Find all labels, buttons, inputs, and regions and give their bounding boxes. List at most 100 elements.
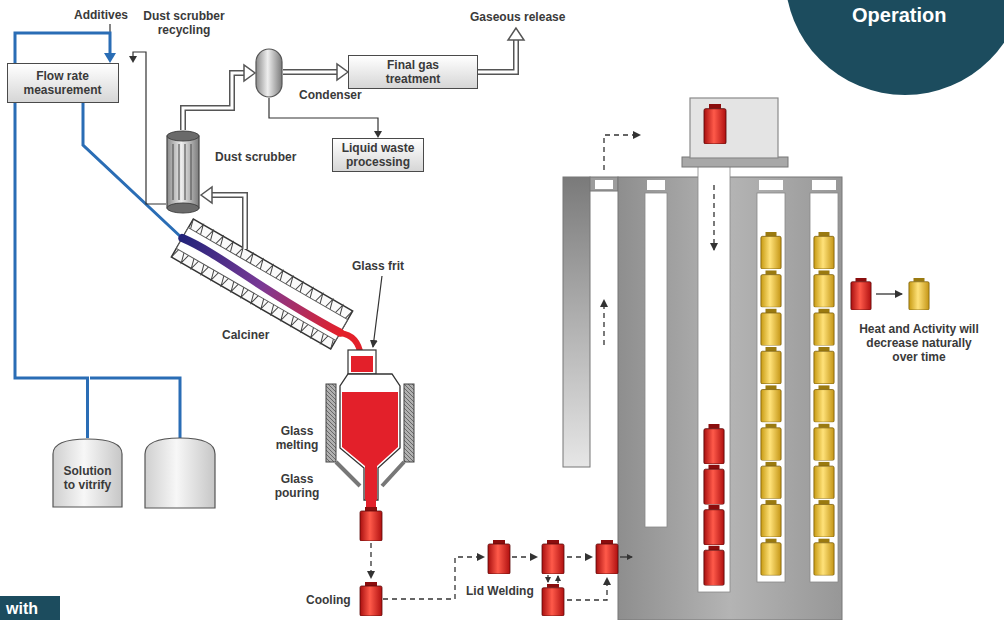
- storage-building: [759, 180, 783, 190]
- storage-building: [690, 98, 778, 158]
- calciner-drum: [171, 219, 352, 349]
- canister: [814, 270, 834, 307]
- label-holder: Cooling: [306, 593, 351, 607]
- annotation-label: Gaseous release: [470, 10, 565, 24]
- annotation-label: Glass frit: [352, 259, 404, 273]
- melter-furnace: [404, 384, 414, 462]
- canister: [814, 538, 834, 575]
- canister: [761, 500, 781, 537]
- canister: [704, 505, 724, 545]
- calciner-drum: [171, 219, 352, 349]
- node-label: Solution to vitrify: [59, 464, 117, 492]
- annotation-label: Glass pouring: [272, 472, 322, 500]
- gas-release-pipe: [478, 28, 524, 72]
- canister: [761, 270, 781, 307]
- storage-building: [563, 98, 842, 620]
- storage-building: [757, 193, 785, 582]
- tank-body: [53, 439, 122, 507]
- canister: [814, 232, 834, 269]
- transfer-arrows: [557, 576, 558, 583]
- storage-building: [595, 180, 613, 189]
- annotation-label: with: [6, 599, 38, 618]
- process-box: Flow rate measurement: [7, 63, 119, 103]
- canister: [814, 462, 834, 499]
- scrubber-packing: [178, 144, 179, 200]
- storage-building: [590, 177, 618, 191]
- corner-badge: [785, 0, 1004, 95]
- calciner-drum: [171, 219, 352, 349]
- label-holder: Operation: [852, 4, 946, 27]
- corner-tab: [0, 596, 60, 620]
- label-holder: Lid Welding: [466, 584, 534, 598]
- label-holder: Glass frit: [352, 259, 404, 273]
- scrubber-packing: [190, 144, 191, 200]
- scrubber-offgas-pipe: [212, 195, 245, 249]
- storage-building: [713, 185, 714, 250]
- scrubber-packing: [172, 144, 173, 200]
- canister: [761, 309, 781, 346]
- canister: [542, 540, 564, 574]
- canister: [360, 104, 929, 616]
- label-holder: Calciner: [222, 328, 269, 342]
- calciner-drum: [181, 237, 343, 333]
- annotation-label: Calciner: [222, 328, 269, 342]
- scrubber-packing: [184, 144, 185, 200]
- connector-line: [283, 71, 337, 74]
- storage-building: [645, 193, 667, 527]
- canister: [704, 546, 724, 586]
- transfer-arrows: [620, 556, 632, 557]
- canister: [814, 424, 834, 461]
- annotation-label: Lid Welding: [466, 584, 534, 598]
- flow-connector: [269, 98, 382, 138]
- canister: [596, 540, 618, 574]
- storage-building: [604, 135, 640, 170]
- label-holder: Dust scrubber recycling: [142, 9, 226, 37]
- storage-tank-empty: [145, 438, 215, 508]
- canister: [909, 278, 929, 310]
- scrubber-offgas-pipe: [212, 195, 245, 249]
- melter-furnace: [326, 384, 336, 462]
- connector-line: [283, 69, 337, 75]
- canister: [360, 507, 382, 541]
- melter-furnace: [326, 276, 414, 508]
- canister: [761, 424, 781, 461]
- scrubber-body: [167, 136, 199, 208]
- label-holder: Glass pouring: [272, 472, 322, 500]
- storage-tank: Solution to vitrify: [52, 438, 123, 508]
- canister: [814, 385, 834, 422]
- gas-release-pipe: [508, 28, 524, 40]
- melter-furnace: [348, 350, 376, 374]
- canister: [761, 232, 781, 269]
- node-outline: [255, 48, 283, 98]
- node-label: Condenser: [299, 88, 362, 102]
- arrow-head: [129, 56, 137, 63]
- condenser-vessel: Condenser: [255, 48, 283, 98]
- canister: [761, 385, 781, 422]
- flow-connector: [129, 52, 166, 204]
- calciner-drum: [171, 219, 352, 349]
- melter-furnace: [340, 374, 400, 500]
- scrubber-offgas-pipe: [201, 187, 245, 249]
- canister: [814, 309, 834, 346]
- label-holder: Glass melting: [272, 424, 322, 452]
- arrow-head: [337, 64, 348, 80]
- transfer-arrows: [876, 293, 902, 294]
- node-label: Flow rate measurement: [11, 69, 115, 97]
- connector-line: [269, 98, 378, 132]
- arrow-head: [374, 131, 382, 138]
- label-holder: Dust scrubber: [215, 150, 296, 164]
- storage-building: [698, 165, 730, 592]
- label-holder: Gaseous release: [470, 10, 565, 24]
- canister: [814, 347, 834, 384]
- node-label: Liquid waste processing: [336, 141, 420, 169]
- vessel-body: [256, 49, 282, 97]
- annotation-label: Heat and Activity will decrease naturall…: [857, 322, 981, 364]
- storage-building: [812, 180, 836, 190]
- transfer-arrows: [547, 575, 548, 582]
- transfer-arrows: [567, 556, 592, 557]
- melter-furnace: [342, 392, 398, 500]
- flow-connector: [183, 65, 255, 130]
- scrubber-cap: [167, 203, 199, 213]
